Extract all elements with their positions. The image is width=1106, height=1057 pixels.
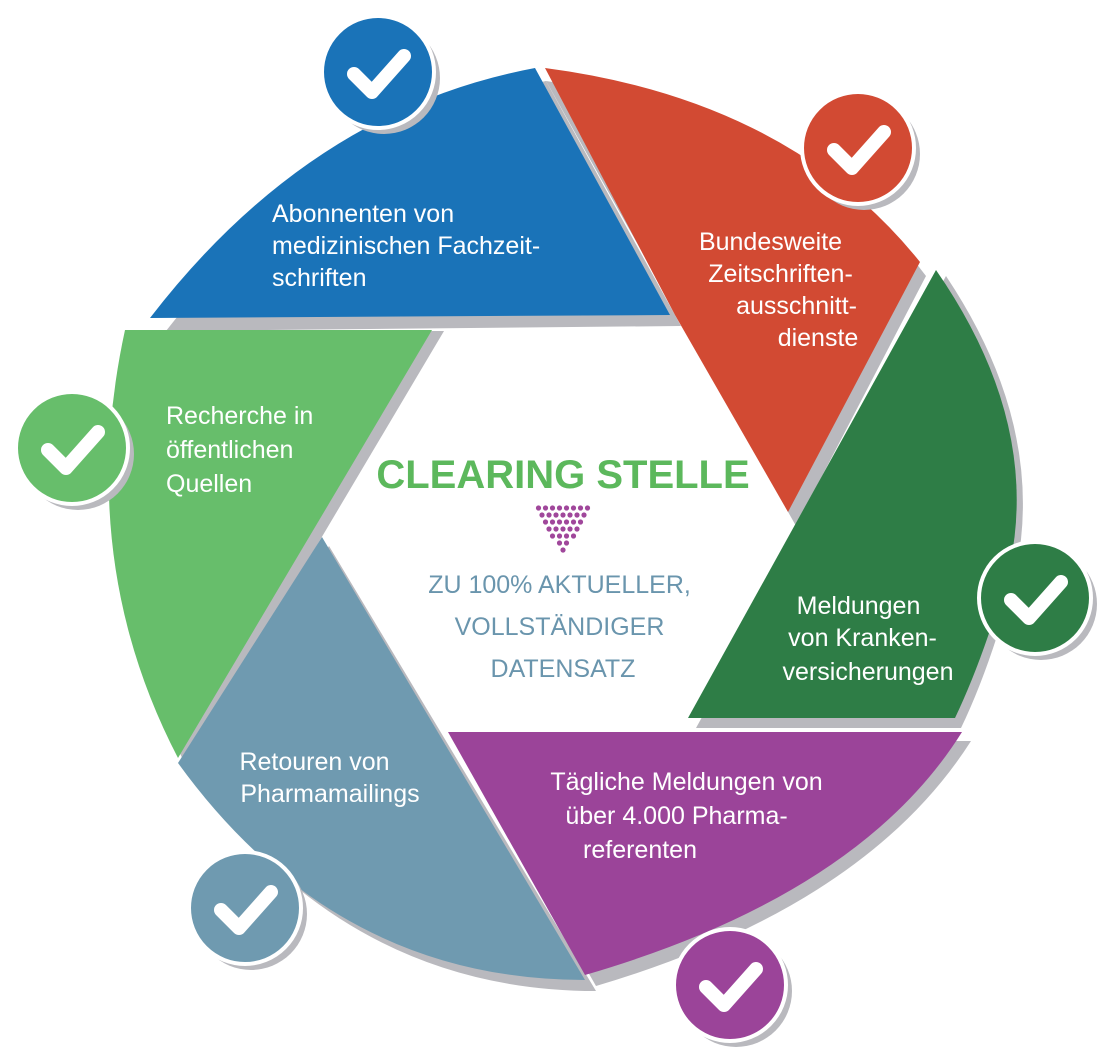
funnel-dot xyxy=(570,505,577,511)
funnel-dot xyxy=(567,512,573,518)
segment-label-light-green: Recherche in öffentlichen Quellen xyxy=(166,402,320,498)
funnel-dot xyxy=(542,505,549,511)
funnel-dot xyxy=(546,526,552,532)
check-badge-purple xyxy=(672,927,792,1047)
center-title: CLEARING STELLE xyxy=(376,453,749,497)
check-icon xyxy=(347,49,411,99)
segment-label-purple: Tägliche Meldungen von über 4.000 Pharma… xyxy=(550,768,829,864)
funnel-dot xyxy=(570,519,577,525)
check-badge-light-green xyxy=(14,390,134,510)
center-subtitle: ZU 100% AKTUELLER, VOLLSTÄNDIGER DATENSA… xyxy=(428,571,698,683)
check-icon xyxy=(1004,575,1068,625)
funnel-dot xyxy=(539,512,545,518)
funnel-dot xyxy=(560,547,566,553)
check-icon xyxy=(827,125,891,175)
center-content: CLEARING STELLE ZU 100% AKTUELLER, VOLLS… xyxy=(376,453,749,683)
funnel-dot xyxy=(553,512,559,518)
funnel-dot xyxy=(574,512,580,518)
check-badge-dark-green xyxy=(977,540,1097,660)
check-badge-blue xyxy=(320,14,440,134)
funnel-dot xyxy=(567,526,573,532)
check-icon xyxy=(41,425,105,475)
check-icon xyxy=(699,962,763,1012)
check-badges xyxy=(14,14,1097,1047)
segment-blue xyxy=(150,68,670,318)
funnel-dot xyxy=(563,505,570,511)
funnel-dot xyxy=(556,519,563,525)
funnel-dot xyxy=(581,512,587,518)
funnel-dot xyxy=(584,505,591,511)
funnel-dot xyxy=(570,533,577,539)
check-badge-red xyxy=(800,90,920,210)
segment-label-dark-green: Meldungen von Kranken- versicherungen xyxy=(783,592,954,686)
funnel-dot xyxy=(563,533,570,539)
segment-labels: Abonnenten von medizinischen Fachzeit- s… xyxy=(166,200,953,864)
funnel-dot xyxy=(549,519,556,525)
segment-dark-green xyxy=(688,270,1017,718)
funnel-dot xyxy=(574,526,580,532)
segment-label-red: Bundesweite Zeitschriften- ausschnitt- d… xyxy=(699,228,864,352)
funnel-dot xyxy=(560,526,566,532)
segment-light-green xyxy=(108,330,432,758)
funnel-dot xyxy=(556,533,563,539)
funnel-dot xyxy=(542,519,549,525)
funnel-dot xyxy=(577,519,584,525)
check-icon xyxy=(214,885,278,935)
funnel-dot xyxy=(556,505,563,511)
funnel-dot xyxy=(556,540,563,546)
funnel-dot xyxy=(546,512,552,518)
funnel-dot xyxy=(577,505,584,511)
funnel-dot xyxy=(563,519,570,525)
segment-purple xyxy=(448,732,962,975)
funnel-dot xyxy=(549,533,556,539)
funnel-dot xyxy=(553,526,559,532)
funnel-dot xyxy=(535,505,542,511)
funnel-icon xyxy=(535,505,591,553)
segment-label-blue: Abonnenten von medizinischen Fachzeit- s… xyxy=(272,200,547,292)
funnel-dot xyxy=(563,540,570,546)
funnel-dot xyxy=(549,505,556,511)
segment-label-slate: Retouren von Pharmamailings xyxy=(239,748,419,808)
funnel-dot xyxy=(560,512,566,518)
check-badge-slate xyxy=(187,850,307,970)
